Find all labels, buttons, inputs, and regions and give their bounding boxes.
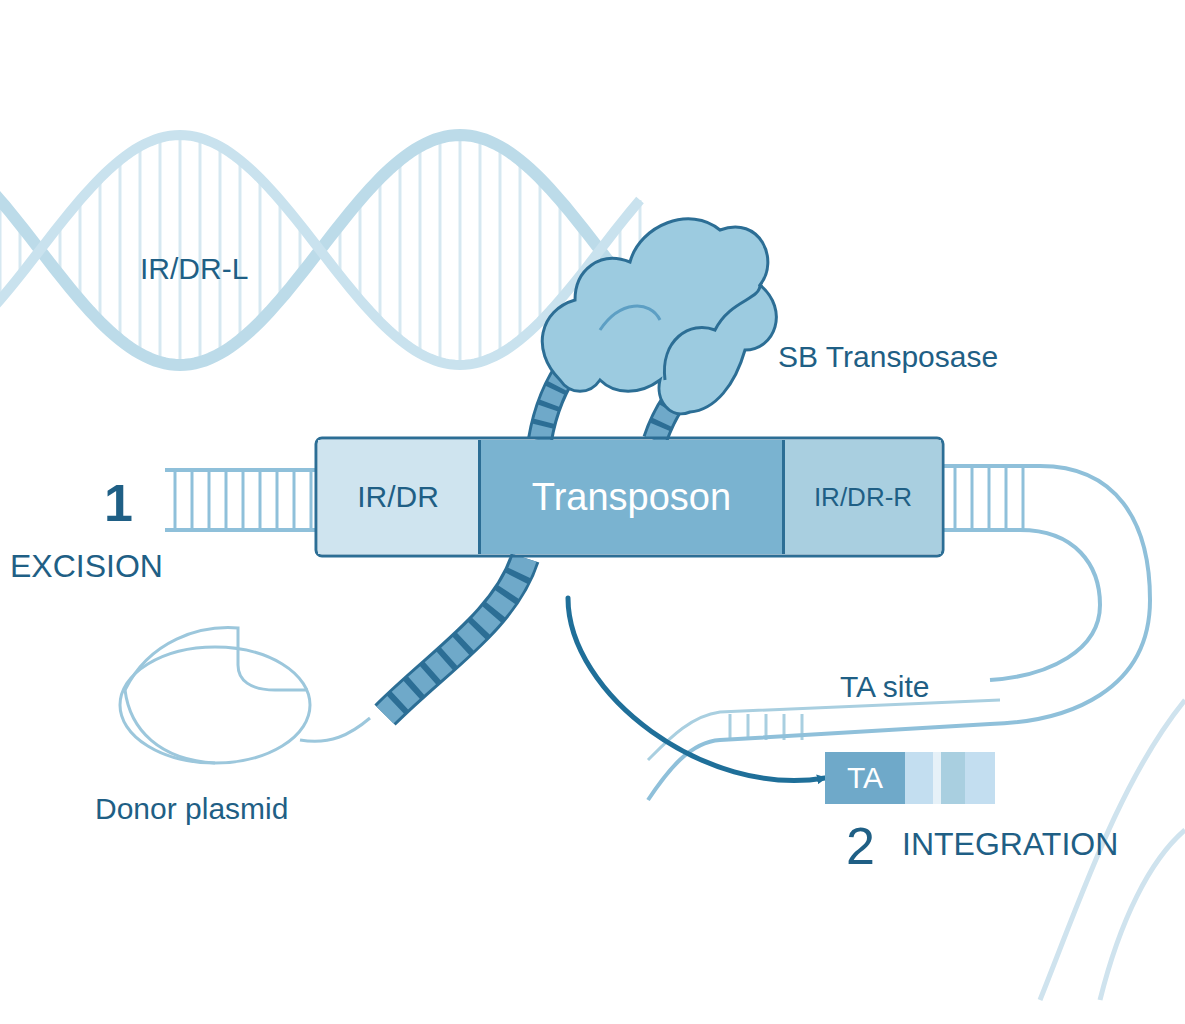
- helix-rung: [99, 178, 102, 321]
- ta-segment: [933, 752, 941, 804]
- site-label: TA site: [840, 670, 929, 703]
- ta-segment: [941, 752, 965, 804]
- dna-rung: [276, 470, 279, 530]
- helix-rung: [259, 178, 262, 321]
- plasmid-detail: [125, 628, 308, 690]
- helix-rung: [379, 178, 382, 321]
- dna-rung: [1005, 466, 1008, 530]
- helix-rung: [439, 138, 442, 362]
- transposase-protein: [542, 219, 776, 414]
- protein-detail: [600, 306, 660, 330]
- helix-rung: [219, 146, 222, 353]
- dna-rung: [729, 714, 732, 740]
- dna-rung: [954, 466, 957, 530]
- helix-rung: [539, 178, 542, 321]
- dna-rung: [208, 470, 211, 530]
- helix-rung: [419, 146, 422, 353]
- dna-rung: [971, 466, 974, 530]
- transposon-segment: IR/DR: [318, 440, 478, 554]
- step-label: INTEGRATION: [902, 827, 1118, 862]
- dna-rung: [242, 470, 245, 530]
- helix-rung: [559, 200, 562, 300]
- dna-rung: [174, 470, 177, 530]
- helix-rung: [0, 200, 2, 300]
- dna-rung: [259, 470, 262, 530]
- protein-label: SB Transposase: [778, 340, 998, 373]
- donor-plasmid: [120, 647, 310, 763]
- ta-segment: [965, 752, 995, 804]
- transposon-segment: IR/DR-R: [785, 440, 941, 554]
- helix-rung: [399, 160, 402, 340]
- ta-segment: [905, 752, 933, 804]
- helix-label: IR/DR-L: [140, 252, 248, 285]
- helix-rung: [139, 146, 142, 353]
- dna-rung: [191, 470, 194, 530]
- helix-rung: [119, 160, 122, 340]
- dna-rung: [1022, 466, 1025, 530]
- node-label: IR/DR: [357, 480, 439, 514]
- plasmid-link: [300, 718, 370, 741]
- callout-number: 1: [104, 475, 133, 532]
- transposon-segment: Transposon: [478, 440, 785, 554]
- helix-rung: [159, 138, 162, 362]
- node-label: TA: [847, 761, 883, 795]
- helix-rung: [79, 200, 82, 300]
- dna-rail: [648, 700, 1000, 760]
- transposon-frame: [316, 438, 943, 556]
- helix-rung: [479, 138, 482, 362]
- dna-rung: [988, 466, 991, 530]
- helix-rung: [499, 146, 502, 353]
- dna-rail: [943, 530, 1100, 680]
- node-label: Transposon: [532, 476, 731, 519]
- plasmid-label: Donor plasmid: [95, 792, 288, 825]
- helix-rung: [179, 135, 182, 365]
- dna-rung: [225, 470, 228, 530]
- flow-arrow: [568, 598, 825, 780]
- node-label: IR/DR-R: [814, 482, 912, 513]
- helix-rung: [279, 200, 282, 300]
- dna-rung: [310, 470, 313, 530]
- protein-detail: [664, 285, 760, 380]
- callout-number: 2: [846, 818, 875, 875]
- helix-rung: [519, 160, 522, 340]
- step-label: EXCISION: [10, 549, 163, 584]
- plasmid-detail: [125, 690, 215, 763]
- helix-rung: [239, 160, 242, 340]
- helix-rung: [199, 138, 202, 362]
- dna-rung: [293, 470, 296, 530]
- helix-rung: [359, 200, 362, 300]
- ta-site-box: TA: [825, 752, 905, 804]
- helix-rung: [459, 135, 462, 365]
- dna-rung: [747, 714, 750, 740]
